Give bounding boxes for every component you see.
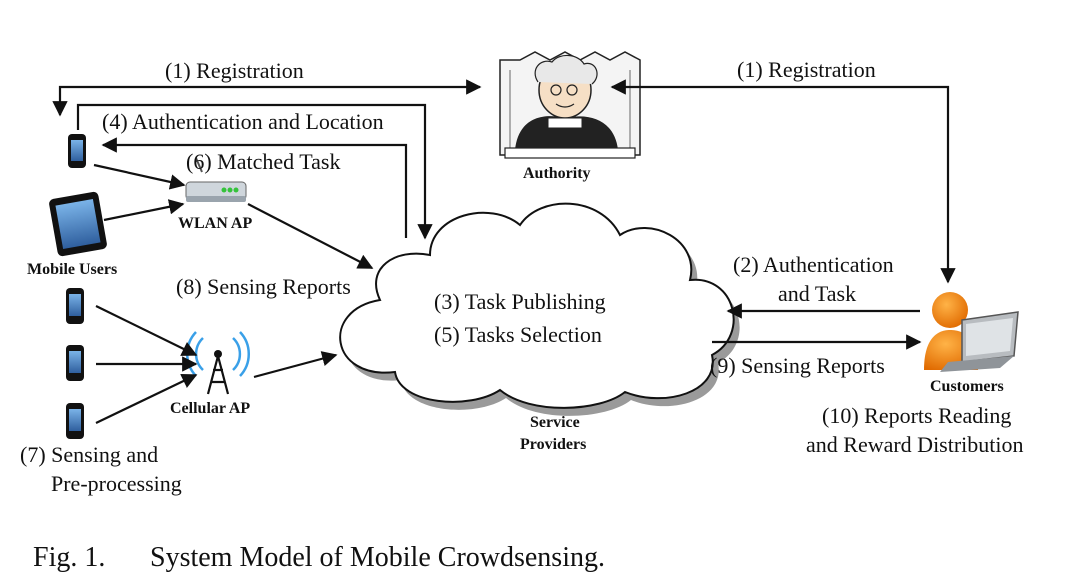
authority-label: Authority [523,165,591,182]
reports-reading-label-1: (10) Reports Reading [822,403,1011,428]
router-cloud-link [247,203,374,269]
auth-location-label: (4) Authentication and Location [102,109,384,134]
matched-task-arrow [101,137,408,238]
sensing-preprocessing-label-2: Pre-processing [51,471,182,496]
phone-router-link [93,163,186,190]
phone-icon [66,288,84,324]
figure-caption: System Model of Mobile Crowdsensing. [150,542,605,573]
auth-task-label-1: (2) Authentication [733,252,894,277]
tablet-icon [49,191,107,257]
tower-cloud-link [253,351,338,379]
service-providers-label-2: Providers [520,436,586,453]
mobile-users-label: Mobile Users [27,261,117,278]
figure-number: Fig. 1. [33,542,105,573]
customer-icon [924,292,1019,372]
registration-label-right: (1) Registration [737,57,876,82]
customers-label: Customers [930,378,1004,395]
cell-tower-icon [186,331,250,395]
sensing-preprocessing-label-1: (7) Sensing and [20,442,158,467]
router-icon [185,157,247,202]
phone-tower-link [95,305,198,356]
phone-tower-link [95,374,198,424]
reports-reading-label-2: and Reward Distribution [806,432,1024,457]
phone-icon [68,134,86,168]
service-providers-label-1: Service [530,414,580,431]
auth-location-arrow [76,103,433,240]
registration-arrow-left [52,79,482,117]
sensing-reports-label-right: (9) Sensing Reports [710,353,885,378]
sensing-reports-label-left: (8) Sensing Reports [176,274,351,299]
phone-icon [66,403,84,439]
phone-icon [66,345,84,381]
cellular-ap-label: Cellular AP [170,400,250,417]
tasks-selection-label: (5) Tasks Selection [434,322,602,347]
judge-icon [499,51,641,159]
tablet-router-link [103,199,185,222]
auth-task-label-2: and Task [778,281,856,306]
registration-label-left: (1) Registration [165,58,304,83]
wlan-ap-label: WLAN AP [178,215,252,232]
task-publishing-label: (3) Task Publishing [434,289,606,314]
matched-task-label: (6) Matched Task [186,149,340,174]
registration-arrow-right [610,79,956,284]
